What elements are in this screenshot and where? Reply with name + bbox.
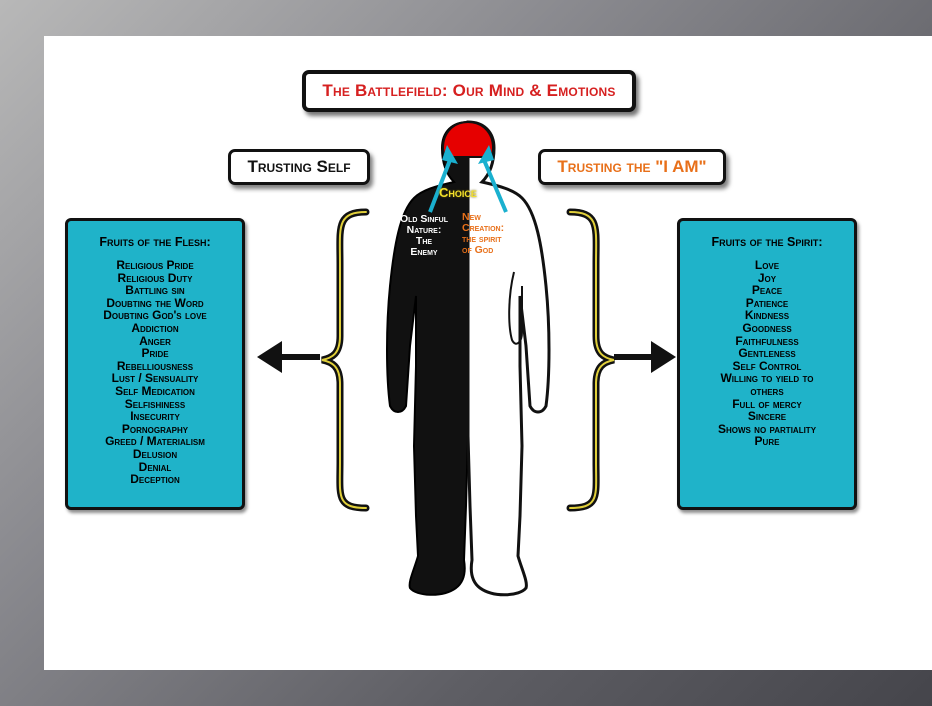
list-item: Joy: [757, 270, 777, 285]
list-item: Denial: [138, 459, 172, 474]
list-item: Peace: [751, 283, 783, 298]
list-item: Goodness: [742, 320, 792, 335]
list-item: Greed / Materialism: [105, 434, 205, 449]
list-item: Battling sin: [125, 283, 185, 298]
list-item: Full of mercy: [732, 396, 802, 411]
flesh-list: Religious Pride Religious Duty Battling …: [68, 259, 242, 486]
new-creation-label: New Creation: the spirit of God: [462, 212, 528, 256]
left-brace: [321, 208, 370, 512]
slide: The Battlefield: Our Mind & Emotions Tru…: [44, 36, 932, 670]
right-arrow: [614, 341, 676, 373]
old-nature-line: The: [415, 235, 433, 247]
new-creation-line: New: [462, 211, 481, 223]
old-nature-label: Old Sinful Nature: The Enemy: [388, 214, 460, 258]
list-item: others: [750, 383, 784, 398]
old-nature-line: Nature:: [406, 224, 442, 236]
left-arrow: [257, 341, 320, 373]
new-creation-line: Creation:: [462, 222, 505, 234]
list-item: Delusion: [132, 446, 178, 461]
trusting-self-label: Trusting Self: [228, 149, 370, 185]
spirit-list: Love Joy Peace Patience Kindness Goodnes…: [680, 259, 854, 448]
new-creation-silhouette: [466, 120, 551, 597]
list-item: Doubting the Word: [106, 295, 204, 310]
list-item: Gentleness: [738, 346, 796, 361]
list-item: Anger: [139, 333, 171, 348]
figure-diagram: [257, 120, 676, 597]
list-item: Lust / Sensuality: [111, 371, 199, 386]
list-item: Insecurity: [130, 409, 180, 424]
list-item: Deception: [130, 472, 180, 487]
flesh-heading: Fruits of the Flesh:: [99, 235, 211, 249]
battlefield-title: The Battlefield: Our Mind & Emotions: [302, 70, 636, 112]
list-item: Pornography: [121, 421, 189, 436]
list-item: Addiction: [131, 320, 179, 335]
list-item: Religious Pride: [116, 258, 194, 272]
fruits-of-flesh-panel: Fruits of the Flesh: Religious Pride Rel…: [65, 218, 245, 510]
list-item: Self Medication: [115, 383, 195, 398]
spirit-heading: Fruits of the Spirit:: [711, 235, 823, 249]
old-nature-line: Enemy: [410, 246, 438, 258]
list-item: Willing to yield to: [720, 371, 814, 386]
list-item: Shows no partiality: [717, 421, 817, 436]
fruits-of-spirit-panel: Fruits of the Spirit: Love Joy Peace Pat…: [677, 218, 857, 510]
list-item: Pure: [754, 434, 780, 449]
choice-arrows: [428, 145, 508, 213]
old-nature-silhouette: [386, 120, 469, 596]
trusting-i-am-label: Trusting the "I AM": [538, 149, 726, 185]
list-item: Selfishiness: [124, 396, 186, 411]
list-item: Sincere: [747, 409, 787, 424]
list-item: Doubting God's love: [103, 308, 207, 323]
old-nature-line: Old Sinful: [399, 213, 449, 225]
list-item: Religious Duty: [117, 270, 193, 285]
list-item: Patience: [745, 295, 789, 310]
new-creation-line: of God: [462, 244, 494, 256]
choice-label: Choice: [439, 185, 477, 200]
right-brace: [566, 208, 615, 512]
list-item: Rebelliousness: [116, 358, 194, 373]
list-item: Self Control: [732, 358, 802, 373]
list-item: Love: [754, 258, 780, 272]
list-item: Faithfulness: [735, 333, 799, 348]
arm-outline: [508, 271, 523, 345]
list-item: Pride: [141, 346, 169, 361]
new-creation-line: the spirit: [462, 233, 502, 245]
list-item: Kindness: [744, 308, 790, 323]
